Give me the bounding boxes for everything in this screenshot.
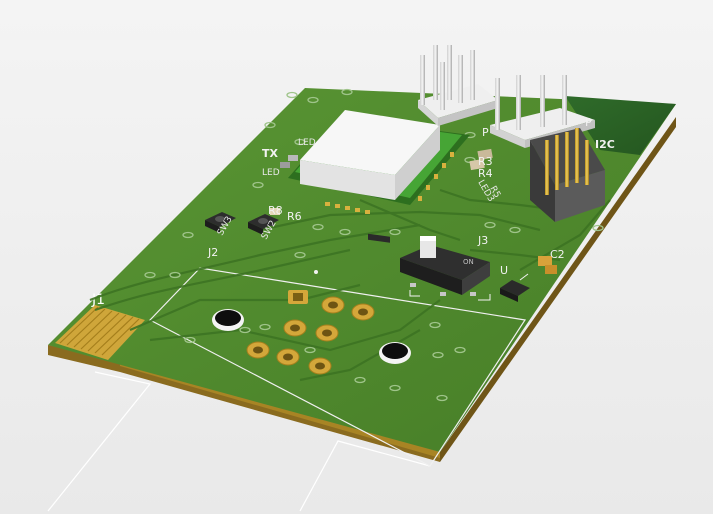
slide-switch-j3[interactable] — [400, 236, 490, 296]
designator-tx: TX — [262, 147, 279, 160]
pin-header-left[interactable] — [418, 45, 498, 126]
silk-marks — [314, 270, 529, 301]
designator-r6: R6 — [287, 210, 302, 223]
switch-marking: ON — [463, 258, 474, 266]
vias — [144, 88, 604, 402]
copper-traces — [89, 188, 611, 382]
designator-r3: R3 — [478, 155, 493, 168]
designator-r8: R8 — [268, 204, 283, 217]
rf-module-u1[interactable] — [288, 110, 470, 243]
designator-p-left: P — [482, 126, 489, 139]
designator-i2c: I2C — [595, 138, 615, 151]
designator-led1: LED — [298, 138, 316, 148]
regulator-u[interactable] — [500, 280, 530, 302]
designator-p-right: P — [585, 116, 592, 129]
designator-j3: J3 — [477, 234, 488, 247]
board-corner-copper-pour — [565, 96, 676, 155]
i2c-header[interactable] — [530, 128, 605, 222]
designator-u: U — [500, 264, 508, 277]
edge-connector-j1[interactable] — [55, 305, 145, 360]
designator-r4: R4 — [478, 167, 493, 180]
push-button-sw3[interactable] — [205, 212, 236, 233]
designator-c2: C2 — [550, 248, 565, 261]
pcb-board-top — [48, 88, 676, 452]
push-button-sw2[interactable] — [248, 214, 279, 235]
board-outline-guides — [47, 371, 431, 512]
designator-led2: LED — [262, 168, 280, 178]
mounting-hole-right — [379, 342, 411, 364]
mounting-hole-left — [212, 309, 244, 331]
through-hole-pads — [246, 290, 375, 375]
designator-j2: J2 — [207, 246, 218, 259]
